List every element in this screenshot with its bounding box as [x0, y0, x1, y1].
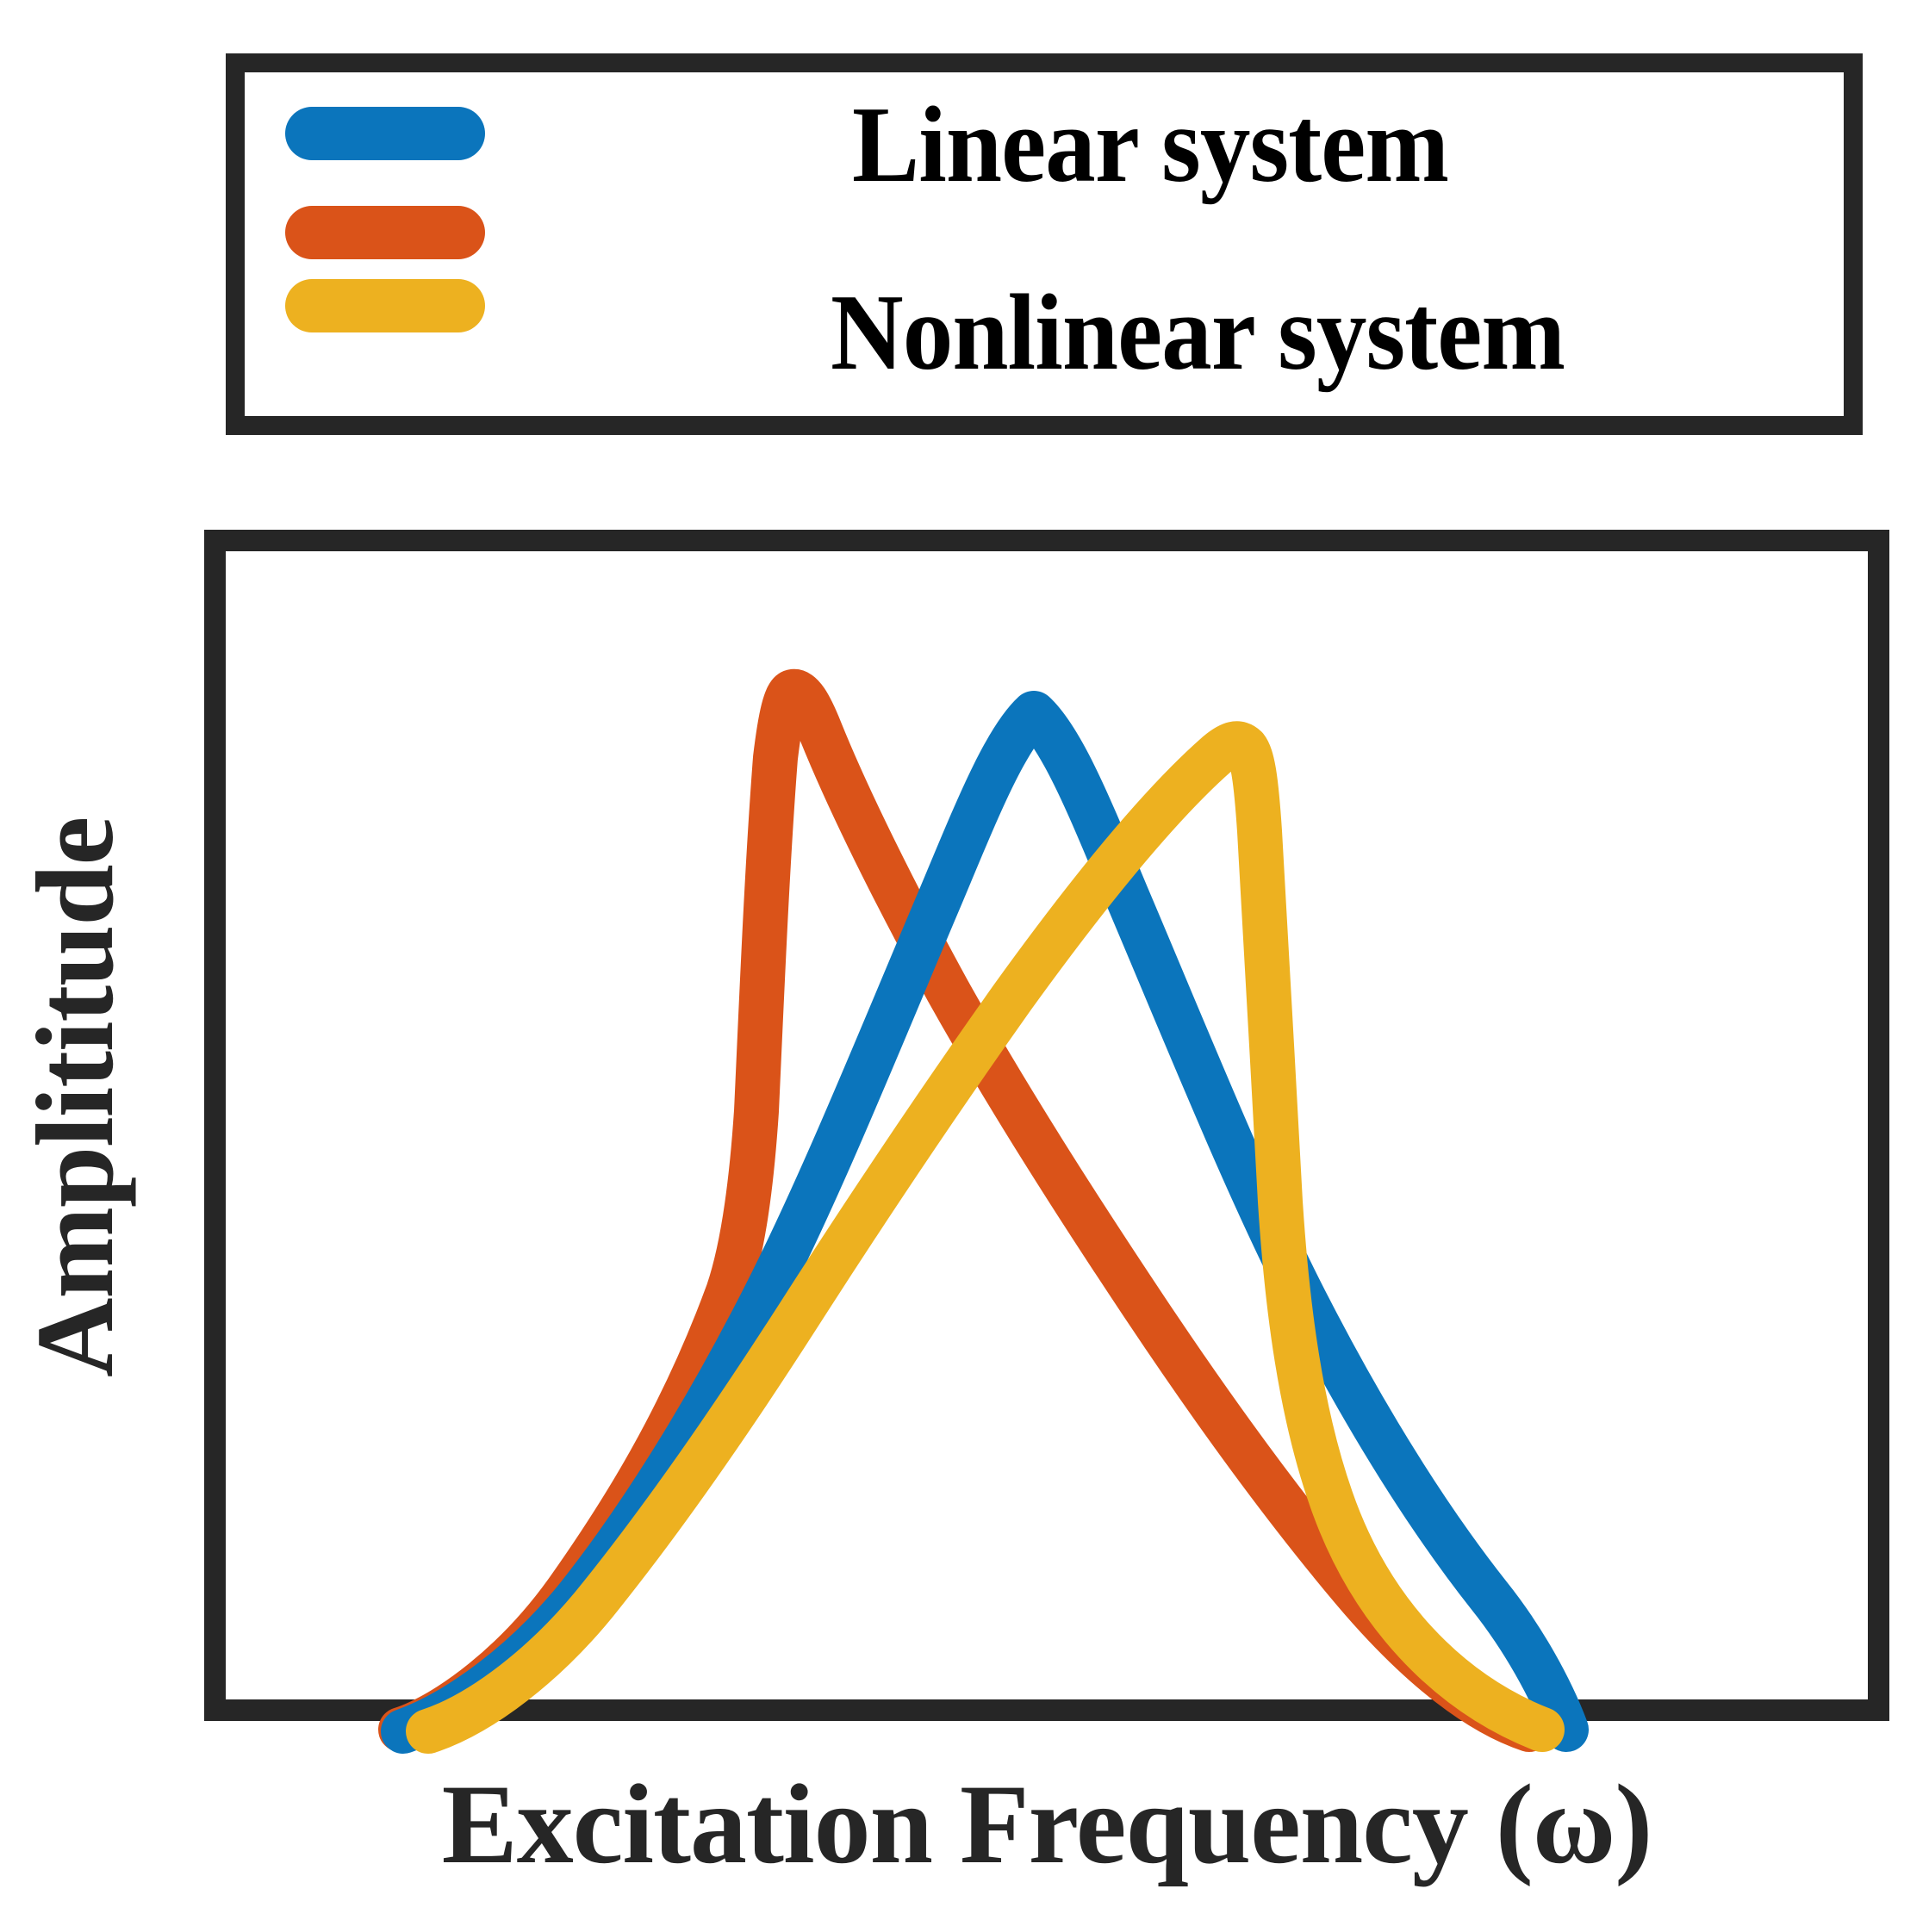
x-axis-label-omega-symbol: ω: [1532, 1761, 1615, 1887]
legend-swatch-yellow: [285, 279, 485, 332]
legend-swatch-blue: [285, 107, 485, 160]
legend-panel: Linear system Nonlinear system: [226, 53, 1863, 435]
legend-swatch-orange: [285, 206, 485, 259]
legend-entry-nonlinear-orange: [285, 206, 485, 259]
plot-area-frame: [204, 530, 1889, 1721]
x-axis-label-text: Excitation Frequency (: [441, 1761, 1534, 1887]
legend-entry-linear-system: [285, 107, 485, 160]
legend-label-nonlinear-system: Nonlinear system: [831, 273, 1565, 393]
legend-entry-nonlinear-yellow: [285, 279, 485, 332]
y-axis-label: Amplititude: [14, 817, 136, 1377]
legend-label-linear-system: Linear system: [852, 85, 1449, 205]
x-axis-label-close-paren: ): [1615, 1761, 1652, 1887]
x-axis-label: Excitation Frequency (ω): [204, 1767, 1889, 1881]
